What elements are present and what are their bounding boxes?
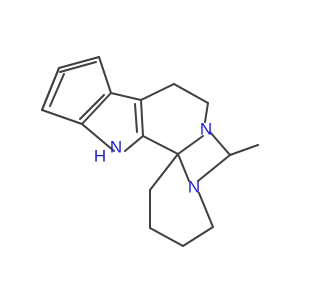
bond-ring-5 xyxy=(142,135,179,155)
bond-middle-3 xyxy=(177,153,190,182)
bond-benzene-double-1 xyxy=(59,61,97,73)
bond-ring-4 xyxy=(177,135,204,155)
bond-benzene-6 xyxy=(41,67,60,111)
bond-lower-3 xyxy=(149,227,184,247)
bond-middle-1 xyxy=(209,131,231,156)
bond-benzene-double-3 xyxy=(49,73,65,107)
hydrogen-h-label: H xyxy=(94,147,106,166)
bond-benzene-3 xyxy=(81,92,112,125)
bond-ring-3 xyxy=(204,102,209,123)
bond-group xyxy=(41,56,259,247)
bond-methyl xyxy=(229,144,259,156)
bond-indole-1 xyxy=(110,92,142,101)
bond-indole-3 xyxy=(124,135,144,152)
bond-benzene-1 xyxy=(58,56,100,69)
nitrogen-label-upper: N xyxy=(200,120,212,139)
bond-indole-2 xyxy=(140,99,144,137)
atom-labels: N H N N xyxy=(94,120,212,197)
bond-lower-1 xyxy=(149,153,179,191)
molecule-structure: N H N N xyxy=(41,56,259,247)
bond-ring-2 xyxy=(173,83,209,104)
bond-lower-4 xyxy=(182,226,214,247)
bond-benzene-2 xyxy=(98,56,112,94)
bond-indole-4 xyxy=(81,123,115,152)
bond-ring-1 xyxy=(140,83,175,101)
bond-middle-2 xyxy=(197,154,231,182)
nitrogen-h-label: N xyxy=(110,138,122,157)
bond-benzene-4 xyxy=(41,109,83,125)
molecule-canvas: N H N N xyxy=(41,56,259,247)
bond-lower-5 xyxy=(198,192,214,228)
bond-indole-double xyxy=(134,103,138,133)
bond-benzene-double-2 xyxy=(79,94,105,120)
nitrogen-label-lower: N xyxy=(188,178,200,197)
